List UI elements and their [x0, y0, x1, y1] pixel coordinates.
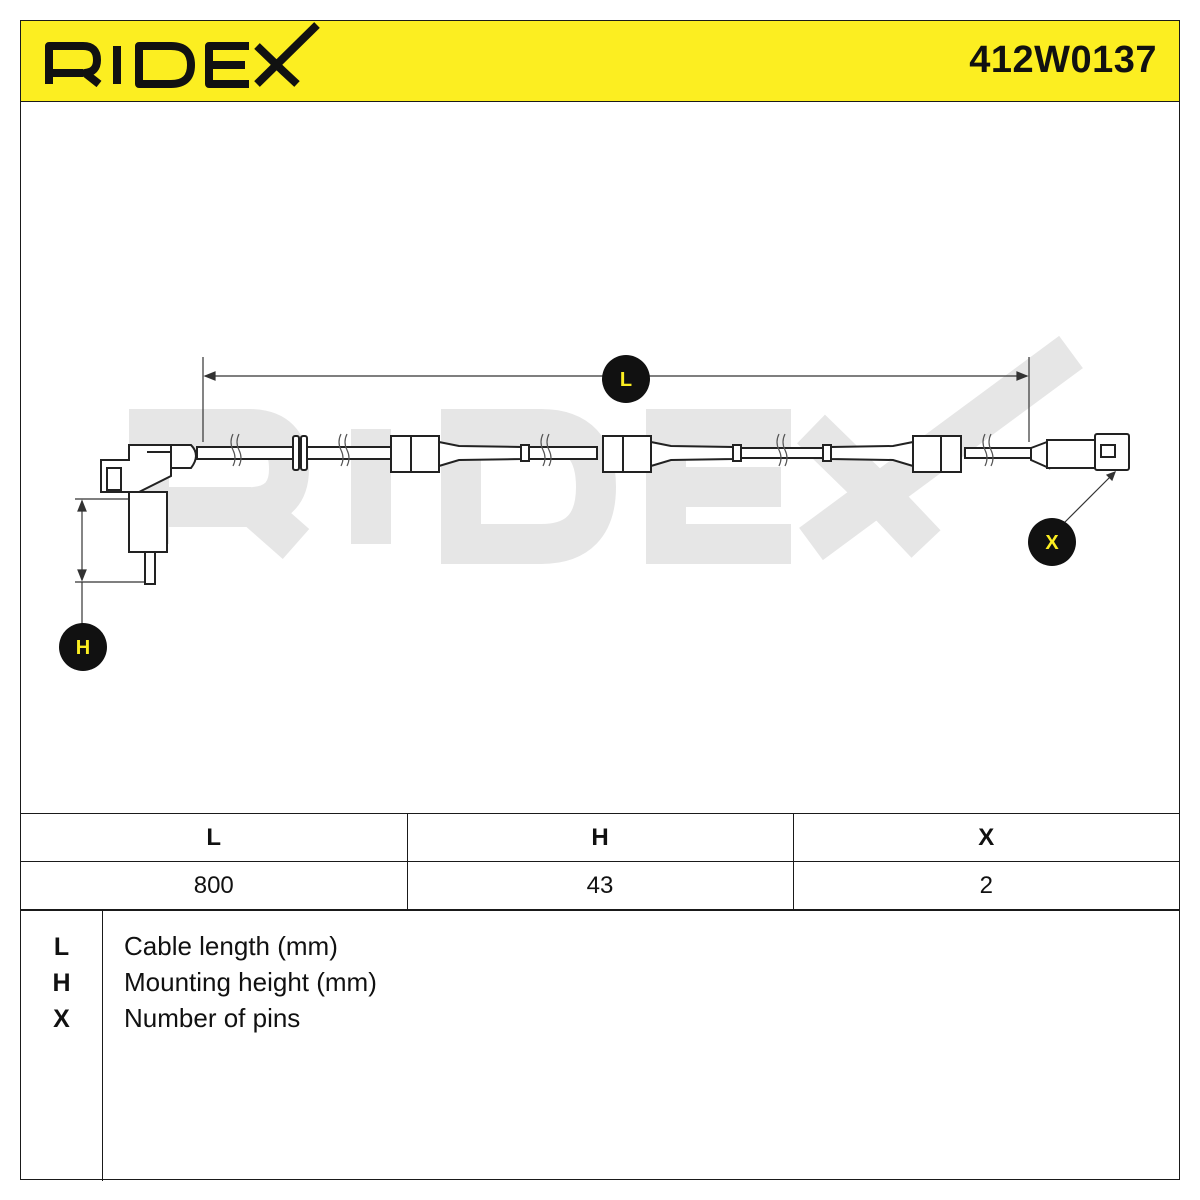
value-cell-length: 800 — [21, 861, 408, 910]
table-row: 800 43 2 — [21, 861, 1179, 910]
legend-key-pins: X — [53, 1005, 70, 1033]
part-number: 412W0137 — [969, 39, 1157, 81]
svg-text:X: X — [1045, 532, 1059, 554]
legend-key-column: L H X — [21, 911, 103, 1181]
height-callout: H — [59, 623, 107, 671]
legend-desc-length: Cable length (mm) — [124, 931, 338, 961]
legend-key-length: L — [53, 933, 70, 961]
legend: L H X Cable length (mm) Mounting height … — [21, 910, 1179, 1181]
header-cell-length: L — [21, 813, 408, 862]
brand-logo — [43, 21, 323, 106]
legend-key-height: H — [52, 969, 71, 997]
sensor-cable — [196, 433, 1130, 473]
legend-desc-pins: Number of pins — [124, 1003, 301, 1033]
legend-desc-height: Mounting height (mm) — [124, 967, 377, 997]
svg-text:L: L — [620, 369, 632, 391]
value-cell-height: 43 — [406, 861, 794, 910]
pins-callout: X — [1028, 518, 1076, 566]
dimensions-table: L H X 800 43 2 — [21, 813, 1179, 910]
svg-text:H: H — [76, 637, 90, 659]
table-header-row: L H X — [21, 813, 1179, 862]
spec-sheet: 412W0137 — [20, 20, 1180, 1181]
value-cell-pins: 2 — [792, 861, 1179, 910]
length-callout: L — [602, 355, 650, 403]
header-cell-height: H — [406, 813, 794, 862]
technical-drawing: L H X — [21, 102, 1179, 813]
cable-break-marks — [230, 433, 994, 467]
header-bar: 412W0137 — [21, 21, 1179, 102]
pins-leader — [1056, 470, 1117, 531]
sensor-head — [100, 444, 197, 585]
header-cell-pins: X — [792, 813, 1179, 862]
